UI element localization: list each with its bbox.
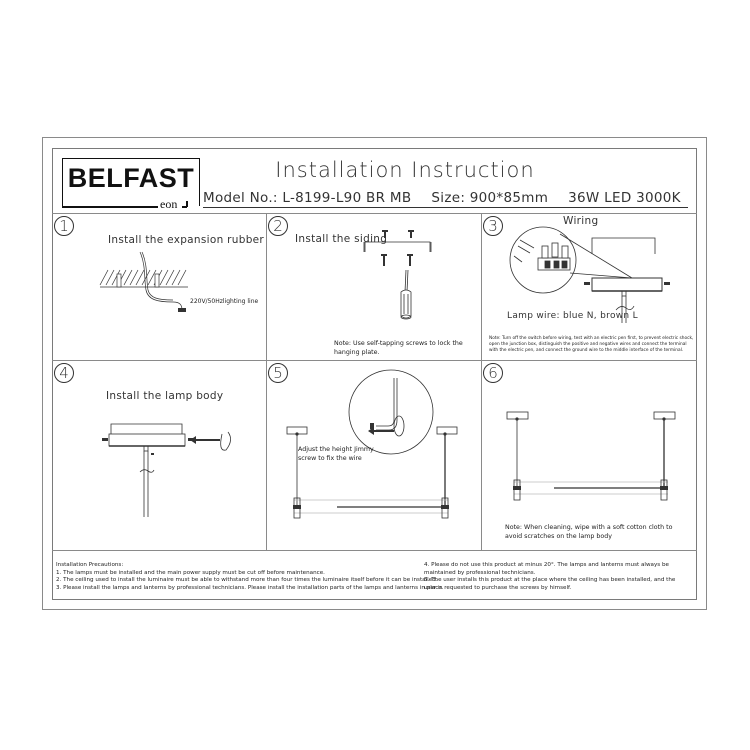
step-6-note: Note: When cleaning, wipe with a soft co… [505, 524, 673, 540]
step-1-label: 220V/50Hzlighting line [190, 298, 259, 305]
step-5-label: Adjust the height Jimmy screw to fix the… [298, 446, 374, 462]
step-5-number: 5 [268, 363, 288, 383]
size-spec: Size: 900*85mm [431, 190, 549, 206]
page-title: Installation Instruction [275, 158, 535, 182]
terminal-block-diagram-icon [509, 226, 670, 323]
step-6-number: 6 [483, 363, 503, 383]
step-2-note: Note: Use self-tapping screws to lock th… [334, 340, 463, 356]
precaution-item: 3. Please install the lamps and lanterns… [56, 585, 444, 592]
column-divider-2 [481, 213, 482, 550]
suspension-wire-adjust-diagram-icon [286, 369, 458, 519]
step-3-title: Wiring [563, 215, 599, 227]
spec-line: Model No.: L-8199-L90 BR MB Size: 900*85… [203, 190, 688, 208]
brand-sub-logo: eon [160, 197, 178, 211]
model-number: Model No.: L-8199-L90 BR MB [203, 190, 412, 206]
precaution-item: 4. Please do not use this product at min… [424, 562, 669, 576]
logo-underline-tail [182, 206, 187, 208]
brand-logo: BELFAST [67, 163, 195, 193]
column-divider-1 [266, 213, 267, 550]
step-1-number: 1 [54, 216, 74, 236]
header-divider [52, 213, 697, 214]
row-divider [52, 360, 697, 361]
finished-pendant-lamp-diagram-icon [506, 411, 676, 501]
step-4-title: Install the lamp body [106, 390, 224, 402]
inner-frame [52, 148, 697, 600]
precautions-heading: Installation Precautions: [56, 562, 124, 568]
step-4-number: 4 [54, 363, 74, 383]
step-3-label: Lamp wire: blue N, brown L [507, 311, 638, 321]
step-2-number: 2 [268, 216, 288, 236]
precautions-left: Installation Precautions: 1. The lamps m… [56, 562, 444, 593]
brand-logo-box [62, 158, 200, 206]
logo-underline-tick [186, 201, 188, 207]
step-3-number: 3 [483, 216, 503, 236]
precautions-divider [52, 550, 697, 551]
lamp-body-screw-diagram-icon [102, 423, 231, 517]
precaution-item: 5. The user installs this product at the… [424, 577, 676, 592]
precautions-right: 4. Please do not use this product at min… [424, 562, 686, 593]
ceiling-anchor-diagram-icon [99, 251, 188, 312]
precaution-item: 2. The ceiling used to install the lumin… [56, 577, 438, 584]
outer-frame [42, 137, 707, 610]
logo-underline [62, 206, 158, 208]
screwdriver-bracket-diagram-icon [363, 230, 432, 320]
power-spec: 36W LED 3000K [568, 190, 681, 206]
step-1-title: Install the expansion rubber [108, 234, 265, 246]
step-3-note: Note: Turn off the switch before wiring,… [489, 336, 694, 353]
precaution-item: 1. The lamps must be installed and the m… [56, 569, 325, 576]
